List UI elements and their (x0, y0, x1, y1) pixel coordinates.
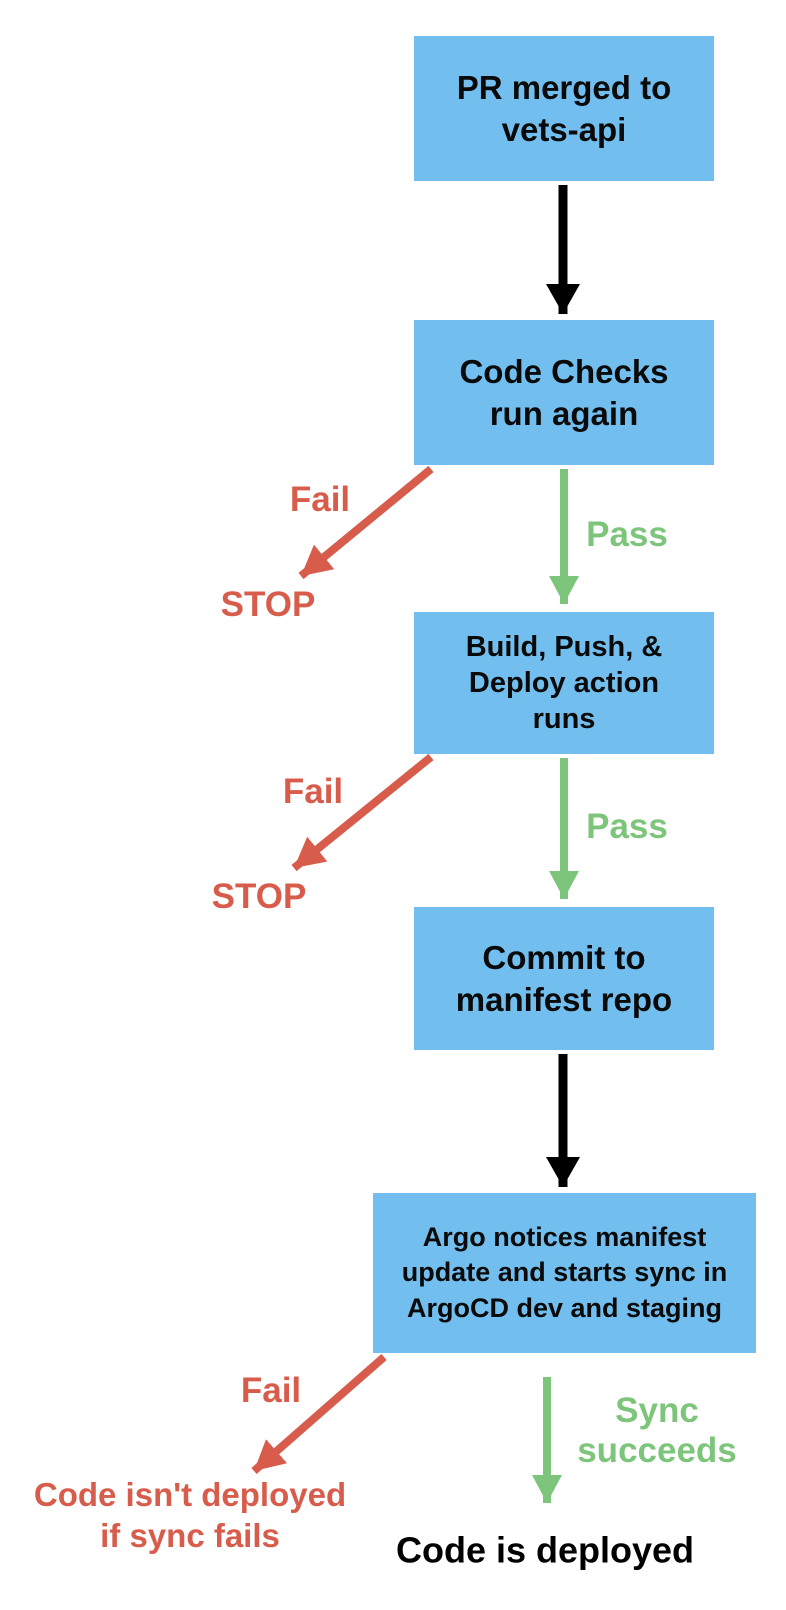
label-checks-pass: Pass (586, 514, 668, 554)
node-pr-merged: PR merged to vets-api (414, 36, 714, 181)
label-checks-stop: STOP (220, 584, 316, 624)
label-checks-fail: Fail (289, 479, 351, 519)
node-commit-manifest: Commit to manifest repo (414, 907, 714, 1050)
label-build-stop: STOP (211, 876, 307, 916)
node-build-push-deploy: Build, Push, & Deploy action runs (414, 612, 714, 754)
edge-build-fail (291, 753, 434, 872)
edge-argo-fail (251, 1353, 387, 1475)
label-build-fail: Fail (282, 771, 344, 811)
edge-checks-fail (298, 465, 434, 580)
label-build-pass: Pass (586, 806, 668, 846)
label-argo-fail: Fail (240, 1370, 302, 1410)
node-code-checks: Code Checks run again (414, 320, 714, 465)
label-argo-sync-succeeds: Sync succeeds (577, 1390, 737, 1470)
outcome-success-text: Code is deployed (395, 1529, 695, 1571)
outcome-fail-text: Code isn't deployed if sync fails (33, 1476, 347, 1554)
node-argo-sync: Argo notices manifest update and starts … (373, 1193, 756, 1353)
